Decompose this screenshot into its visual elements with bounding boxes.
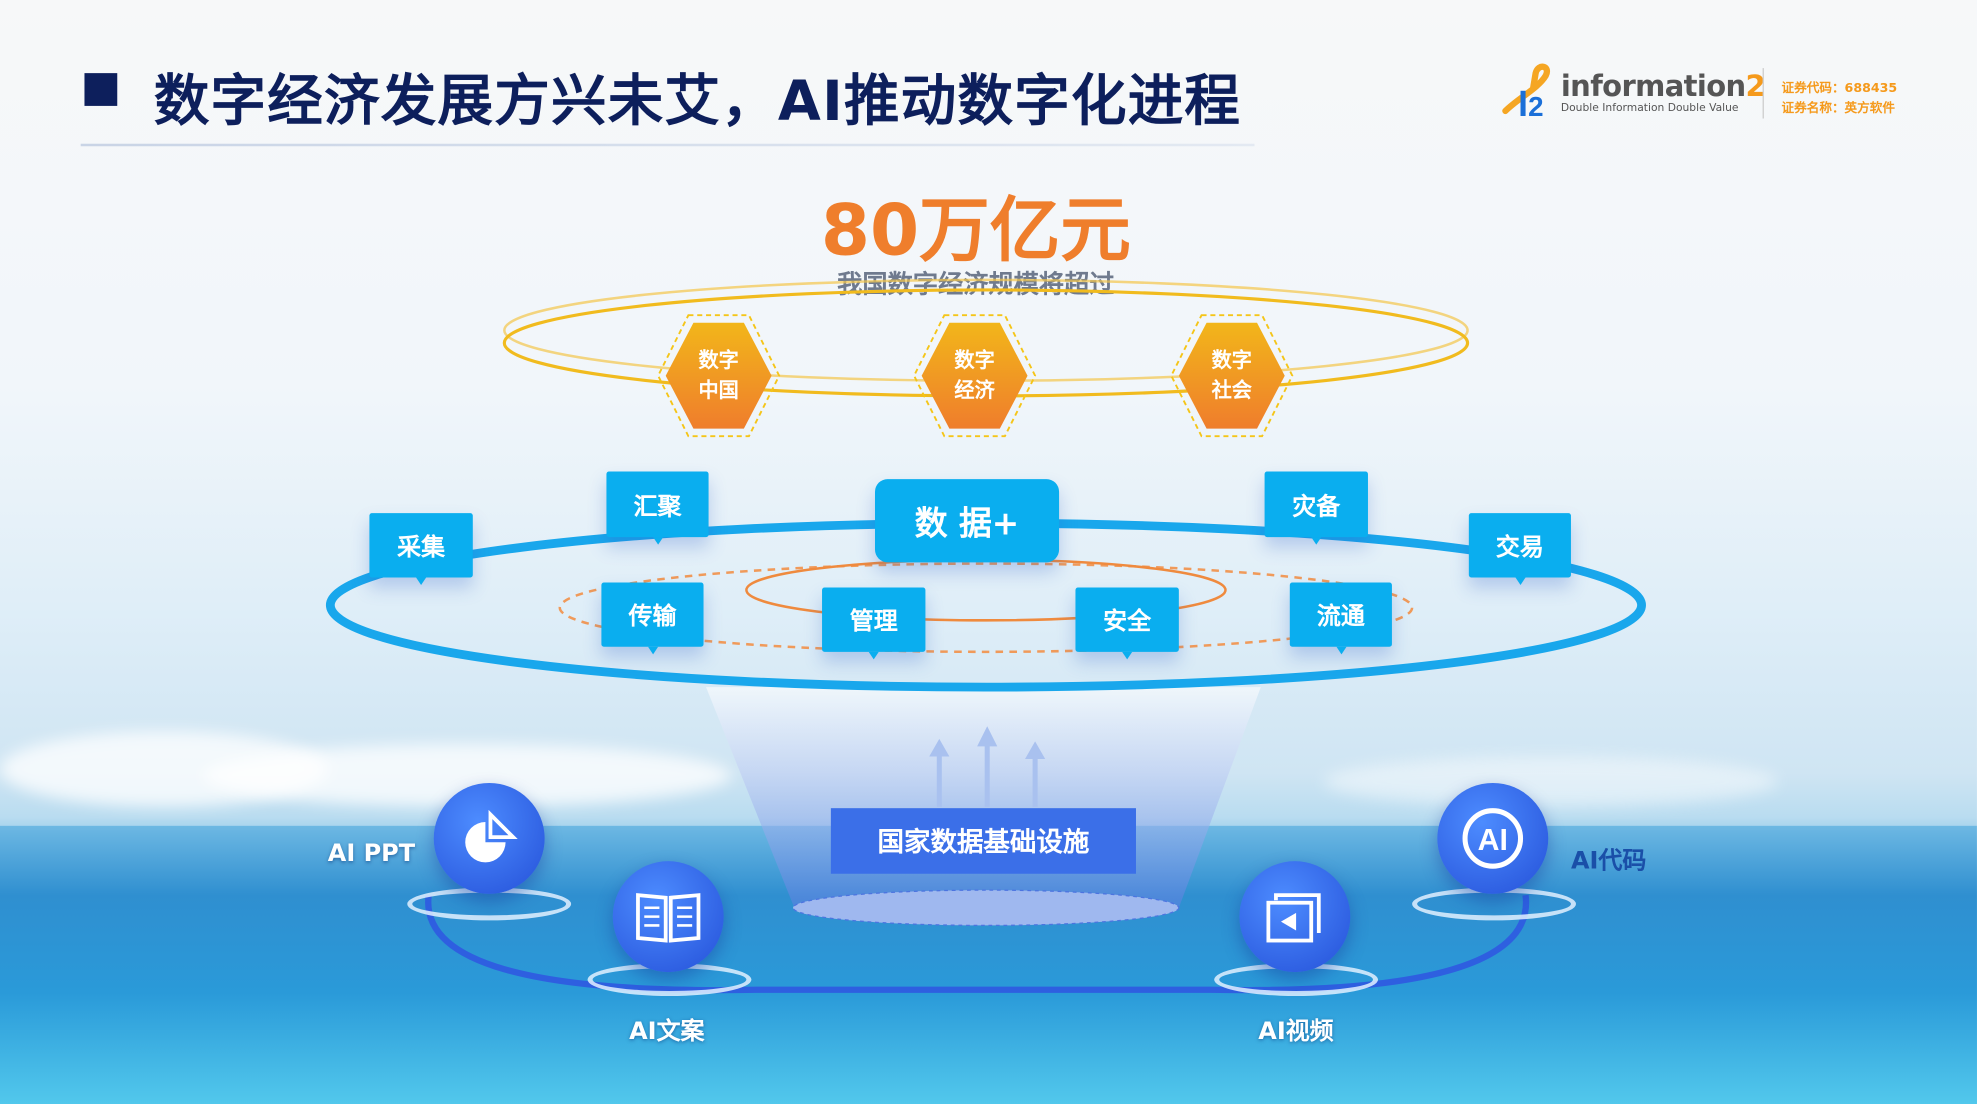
- svg-text:AI: AI: [1478, 824, 1508, 857]
- stock-code: 证券代码：688435: [1781, 81, 1898, 96]
- tag-aggregate: 汇聚: [606, 471, 709, 545]
- ai-connector: [425, 894, 1530, 994]
- ai-code-label: AI代码: [1570, 847, 1647, 875]
- tag-backup: 灾备: [1264, 471, 1368, 545]
- logo-divider: [1762, 68, 1764, 119]
- tag-collect: 采集: [369, 513, 473, 586]
- cloud: [1323, 756, 1778, 807]
- logo-icon: 2: [1502, 63, 1551, 119]
- data-plus-label: 数 据+: [874, 479, 1060, 563]
- ai-ppt-label: AI PPT: [327, 839, 416, 868]
- video-folder-icon: [1239, 861, 1351, 973]
- funnel-base: [792, 889, 1180, 927]
- tag-security: 安全: [1075, 587, 1179, 660]
- svg-text:2: 2: [1528, 91, 1543, 119]
- funnel: [706, 687, 1261, 908]
- infrastructure-label: 国家数据基础设施: [830, 808, 1136, 874]
- tag-trade: 交易: [1468, 513, 1571, 586]
- tag-transmit: 传输: [601, 582, 704, 655]
- hexagon-digital-society: 数字社会: [1170, 314, 1294, 438]
- hexagon-digital-economy: 数字经济: [913, 314, 1037, 438]
- headline-value: 80万亿元: [820, 190, 1131, 273]
- title-bullet: [84, 73, 118, 106]
- ai-copywriting-label: AI文案: [629, 1017, 705, 1046]
- up-arrows: [929, 726, 1046, 807]
- ai-badge-icon: AI: [1437, 782, 1549, 894]
- tag-circulate: 流通: [1289, 582, 1392, 655]
- logo-name: information2: [1560, 70, 1766, 104]
- stock-name: 证券名称：英方软件: [1781, 102, 1895, 116]
- page-title: 数字经济发展方兴未艾，AI推动数字化进程: [153, 69, 1242, 134]
- headline-caption: 我国数字经济规模将超过: [837, 268, 1115, 299]
- title-divider: [80, 143, 1255, 147]
- book-icon: [612, 861, 724, 973]
- logo-tagline: Double Information Double Value: [1560, 102, 1739, 115]
- tag-manage: 管理: [822, 587, 926, 660]
- pie-chart-icon: [433, 782, 545, 894]
- inner-dashed-ring: [558, 562, 1414, 654]
- hexagon-digital-china: 数字中国: [657, 314, 781, 438]
- ai-video-label: AI视频: [1258, 1017, 1334, 1046]
